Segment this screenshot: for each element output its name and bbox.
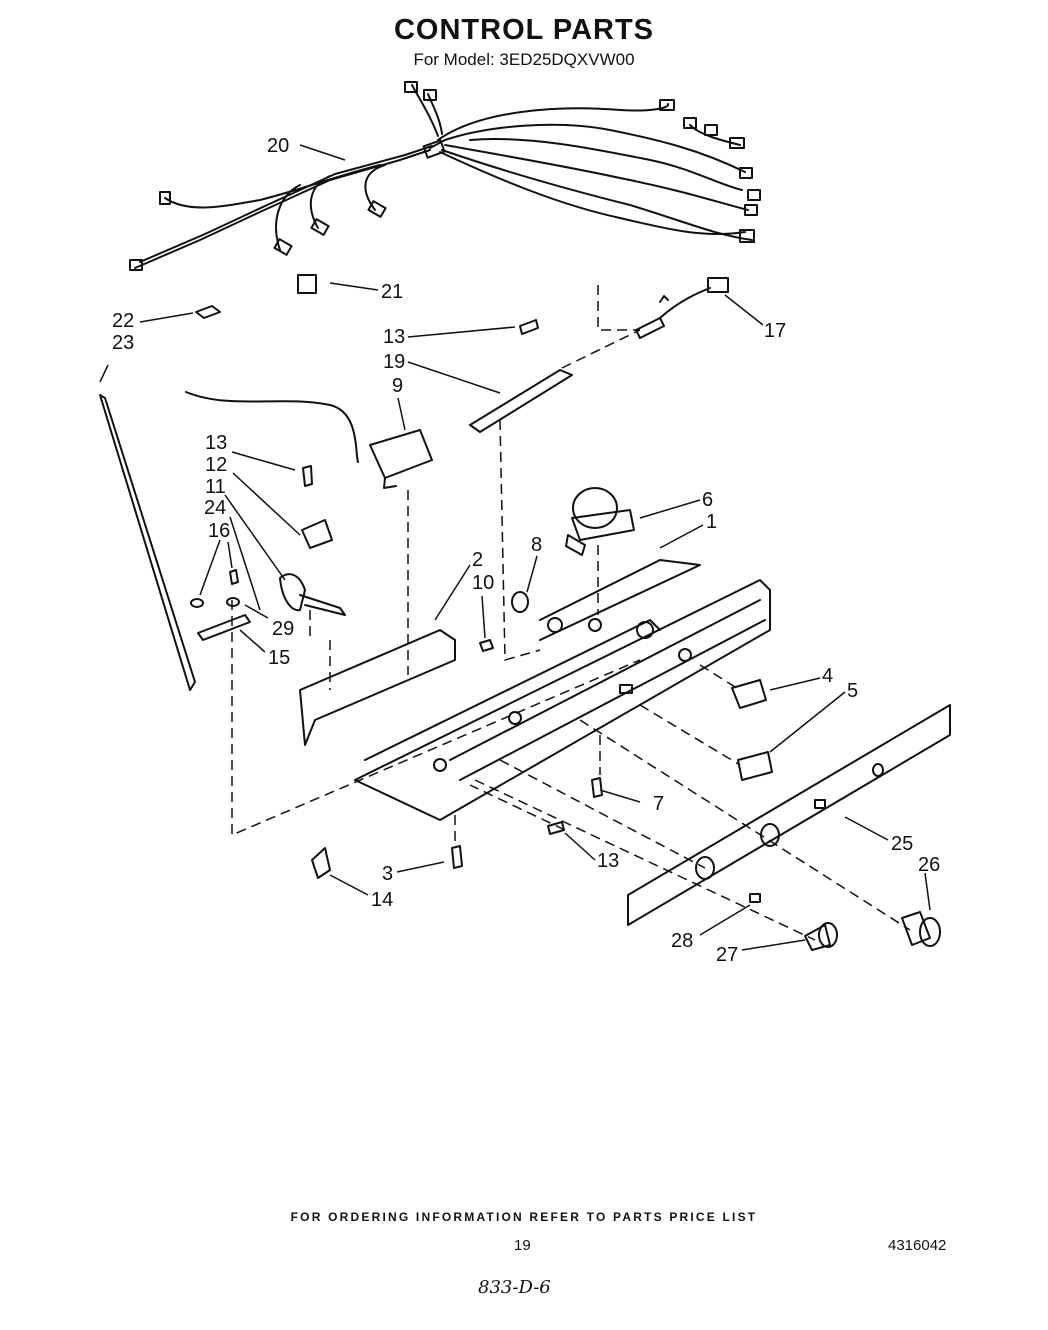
washer-29 (226, 597, 240, 607)
bracket-22 (195, 305, 221, 319)
switch-5 (737, 751, 773, 781)
callout-21: 21 (381, 281, 403, 303)
callout-13-left: 13 (205, 432, 227, 454)
callout-28: 28 (671, 930, 693, 952)
knob-26 (901, 911, 941, 947)
leader-lines (99, 144, 931, 951)
callout-15: 15 (268, 647, 290, 669)
callout-27: 27 (716, 944, 738, 966)
timer-6 (565, 487, 635, 556)
callout-12: 12 (205, 454, 227, 476)
page-number: 19 (514, 1237, 531, 1254)
callout-9: 9 (392, 375, 403, 397)
callout-19: 19 (383, 351, 405, 373)
callout-10: 10 (472, 572, 494, 594)
link-15 (197, 614, 251, 641)
ordering-note: FOR ORDERING INFORMATION REFER TO PARTS … (290, 1210, 758, 1224)
clip-21 (297, 274, 317, 294)
bracket-2 (299, 629, 456, 746)
callout-7: 7 (653, 793, 664, 815)
callout-2: 2 (472, 549, 483, 571)
light-socket-8 (511, 591, 529, 613)
callout-23: 23 (112, 332, 134, 354)
insert-28 (749, 893, 761, 903)
callout-1: 1 (706, 511, 717, 533)
document-number: 4316042 (888, 1237, 947, 1254)
screw-10 (479, 639, 494, 652)
control-panel-25 (627, 704, 951, 926)
screw-7 (591, 777, 603, 798)
switch-4 (731, 679, 767, 709)
control-housing-1 (354, 559, 771, 821)
clip-14 (311, 847, 331, 879)
callout-24: 24 (204, 497, 226, 519)
callout-20: 20 (267, 135, 289, 157)
callout-6: 6 (702, 489, 713, 511)
callout-labels: 20 21 22 23 17 13 19 9 13 12 11 24 16 29… (112, 135, 940, 966)
page-title: CONTROL PARTS (393, 14, 655, 46)
callout-25: 25 (891, 833, 913, 855)
screw-13-top (519, 319, 539, 335)
clip-12 (301, 519, 333, 549)
callout-4: 4 (822, 665, 833, 687)
probe-19 (469, 369, 573, 433)
callout-3: 3 (382, 863, 393, 885)
callout-13-top: 13 (383, 326, 405, 348)
knob-shaft-11 (279, 573, 346, 616)
handwritten-mark: 833-D-6 (478, 1277, 551, 1298)
callout-8: 8 (531, 534, 542, 556)
knob-27 (804, 922, 838, 951)
callout-16: 16 (208, 520, 230, 542)
screw-16 (229, 569, 239, 585)
callout-26: 26 (918, 854, 940, 876)
callout-11: 11 (205, 476, 226, 498)
model-subtitle: For Model: 3ED25DQXVW00 (413, 50, 635, 69)
washer-24 (190, 598, 204, 608)
wiring-harness (129, 81, 761, 271)
callout-17: 17 (764, 320, 786, 342)
callout-5: 5 (847, 680, 858, 702)
callout-22: 22 (112, 310, 134, 332)
callout-29: 29 (272, 618, 294, 640)
callout-13-bottom: 13 (597, 850, 619, 872)
rod-23 (99, 394, 196, 691)
screw-13-left (302, 465, 313, 487)
sensor-17 (635, 277, 729, 339)
switch-9 (185, 391, 433, 489)
alignment-lines (231, 285, 911, 941)
screw-3 (451, 845, 463, 869)
callout-14: 14 (371, 889, 393, 911)
